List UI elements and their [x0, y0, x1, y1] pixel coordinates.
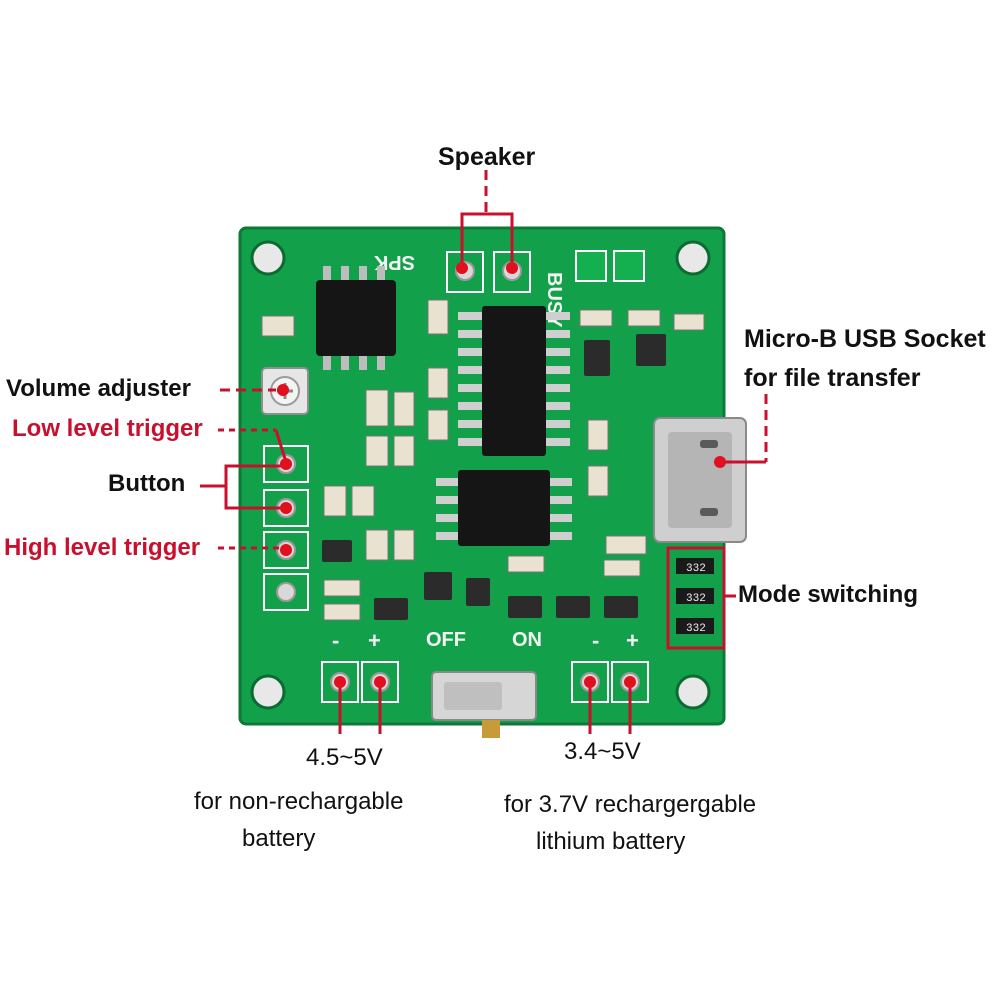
volume-label: Volume adjuster [6, 375, 191, 402]
mode-resistor-code: 332 [686, 563, 706, 575]
mode-resistor [676, 588, 714, 604]
mode-switching-box [666, 546, 726, 650]
high-trigger-label: High level trigger [4, 534, 201, 561]
mount-hole [250, 674, 286, 710]
callout-dot [280, 458, 292, 470]
busy-pad [575, 250, 607, 282]
callout-dot [334, 676, 346, 688]
silk-plus-left: + [368, 628, 381, 653]
speaker-pad-frame [446, 251, 484, 293]
voltage-left: 4.5~5V [306, 744, 383, 771]
button-pad-frame [263, 445, 309, 483]
callout-dot [374, 676, 386, 688]
low-trigger-label: Low level trigger [12, 415, 203, 442]
flash-chip [458, 470, 550, 546]
mount-hole [675, 674, 711, 710]
mode-resistor [676, 618, 714, 634]
callout-dot [714, 456, 726, 468]
usb-label-line1: Micro-B USB Socket [744, 325, 986, 353]
voltage-right-desc2: lithium battery [536, 828, 686, 855]
mode-resistor [676, 558, 714, 574]
busy-pad [613, 250, 645, 282]
silk-off: OFF [426, 629, 466, 651]
callout-dot [584, 676, 596, 688]
callout-dot [506, 262, 518, 274]
button-pad [276, 582, 296, 602]
voltage-right: 3.4~5V [564, 738, 641, 765]
amp-chip [316, 280, 396, 356]
silk-plus-right: + [626, 628, 639, 653]
silk-minus-left: - [332, 628, 339, 653]
mount-hole [250, 240, 286, 276]
voltage-right-desc1: for 3.7V rechargergable [504, 791, 757, 818]
usb-label-line2: for file transfer [744, 364, 921, 392]
voltage-left-desc2: battery [242, 825, 316, 852]
silk-on: ON [512, 629, 542, 651]
callout-dot [456, 262, 468, 274]
callout-dot [624, 676, 636, 688]
voltage-left-desc1: for non-rechargable [194, 788, 404, 815]
silk-minus-right: - [592, 628, 599, 653]
speaker-label: Speaker [438, 143, 536, 171]
button-label: Button [108, 470, 186, 497]
mount-hole [675, 240, 711, 276]
mode-resistor-code: 332 [686, 623, 706, 635]
callout-dot [280, 502, 292, 514]
mode-switching-label: Mode switching [738, 581, 918, 608]
mode-resistor-code: 332 [686, 593, 706, 605]
callout-dot [277, 384, 289, 396]
button-pad-frame [263, 531, 309, 569]
callout-dot [280, 544, 292, 556]
button-pad-frame [263, 573, 309, 611]
main-chip [482, 306, 546, 456]
